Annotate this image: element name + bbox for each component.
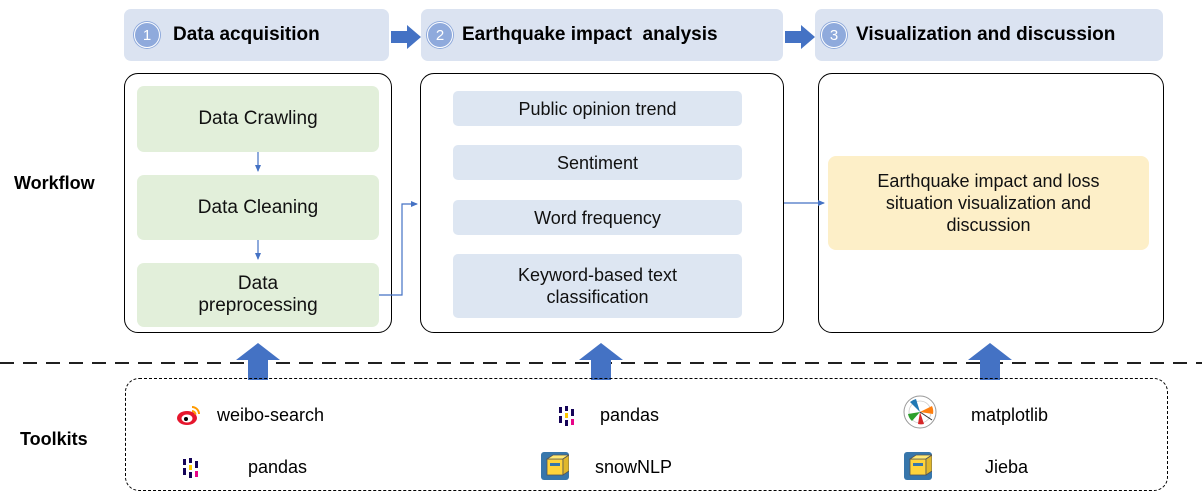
python-package-icon <box>904 452 932 480</box>
stage-header-acquisition: 1 Data acquisition <box>124 9 389 61</box>
analysis-label: Keyword-based text classification <box>517 265 678 307</box>
flow-arrow-icon <box>785 25 815 49</box>
step-label: Data preprocessing <box>198 273 318 316</box>
stage-header-visualization: 3 Visualization and discussion <box>815 9 1163 61</box>
toolkit-jieba: Jieba <box>985 457 1029 477</box>
step-number-badge: 2 <box>427 22 453 48</box>
pandas-icon <box>183 458 198 478</box>
step-number-badge: 3 <box>821 22 847 48</box>
toolkit-weibo-search: weibo-search <box>217 405 325 425</box>
stage-title: Visualization and discussion <box>856 24 1116 45</box>
step-data-preprocessing: Data preprocessing <box>137 263 379 327</box>
toolkit-pandas: pandas <box>248 457 308 477</box>
up-arrow-icon <box>236 343 280 380</box>
python-package-icon <box>541 452 569 480</box>
toolkit-matplotlib: matplotlib <box>971 405 1049 425</box>
stage-title: Data acquisition <box>173 24 320 45</box>
up-arrow-icon <box>968 343 1012 380</box>
analysis-sentiment: Sentiment <box>453 145 742 180</box>
step-data-cleaning: Data Cleaning <box>137 175 379 240</box>
discussion-box: Earthquake impact and loss situation vis… <box>828 156 1149 250</box>
pandas-icon <box>559 406 574 426</box>
toolkit-pandas: pandas <box>600 405 660 425</box>
step-data-crawling: Data Crawling <box>137 86 379 152</box>
weibo-icon <box>177 406 200 425</box>
toolkits-frame <box>125 378 1168 491</box>
matplotlib-icon <box>903 395 937 429</box>
analysis-public-opinion-trend: Public opinion trend <box>453 91 742 126</box>
toolkits-label: Toolkits <box>20 429 88 449</box>
analysis-keyword-classification: Keyword-based text classification <box>453 254 742 318</box>
workflow-label: Workflow <box>14 173 95 193</box>
flow-arrow-icon <box>391 25 421 49</box>
stage-title: Earthquake impact analysis <box>462 24 718 45</box>
discussion-label: Earthquake impact and loss situation vis… <box>877 171 1100 235</box>
step-number-badge: 1 <box>134 22 160 48</box>
up-arrow-icon <box>579 343 623 380</box>
analysis-word-frequency: Word frequency <box>453 200 742 235</box>
toolkit-snownlp: snowNLP <box>595 457 673 477</box>
stage-header-analysis: 2 Earthquake impact analysis <box>421 9 783 61</box>
